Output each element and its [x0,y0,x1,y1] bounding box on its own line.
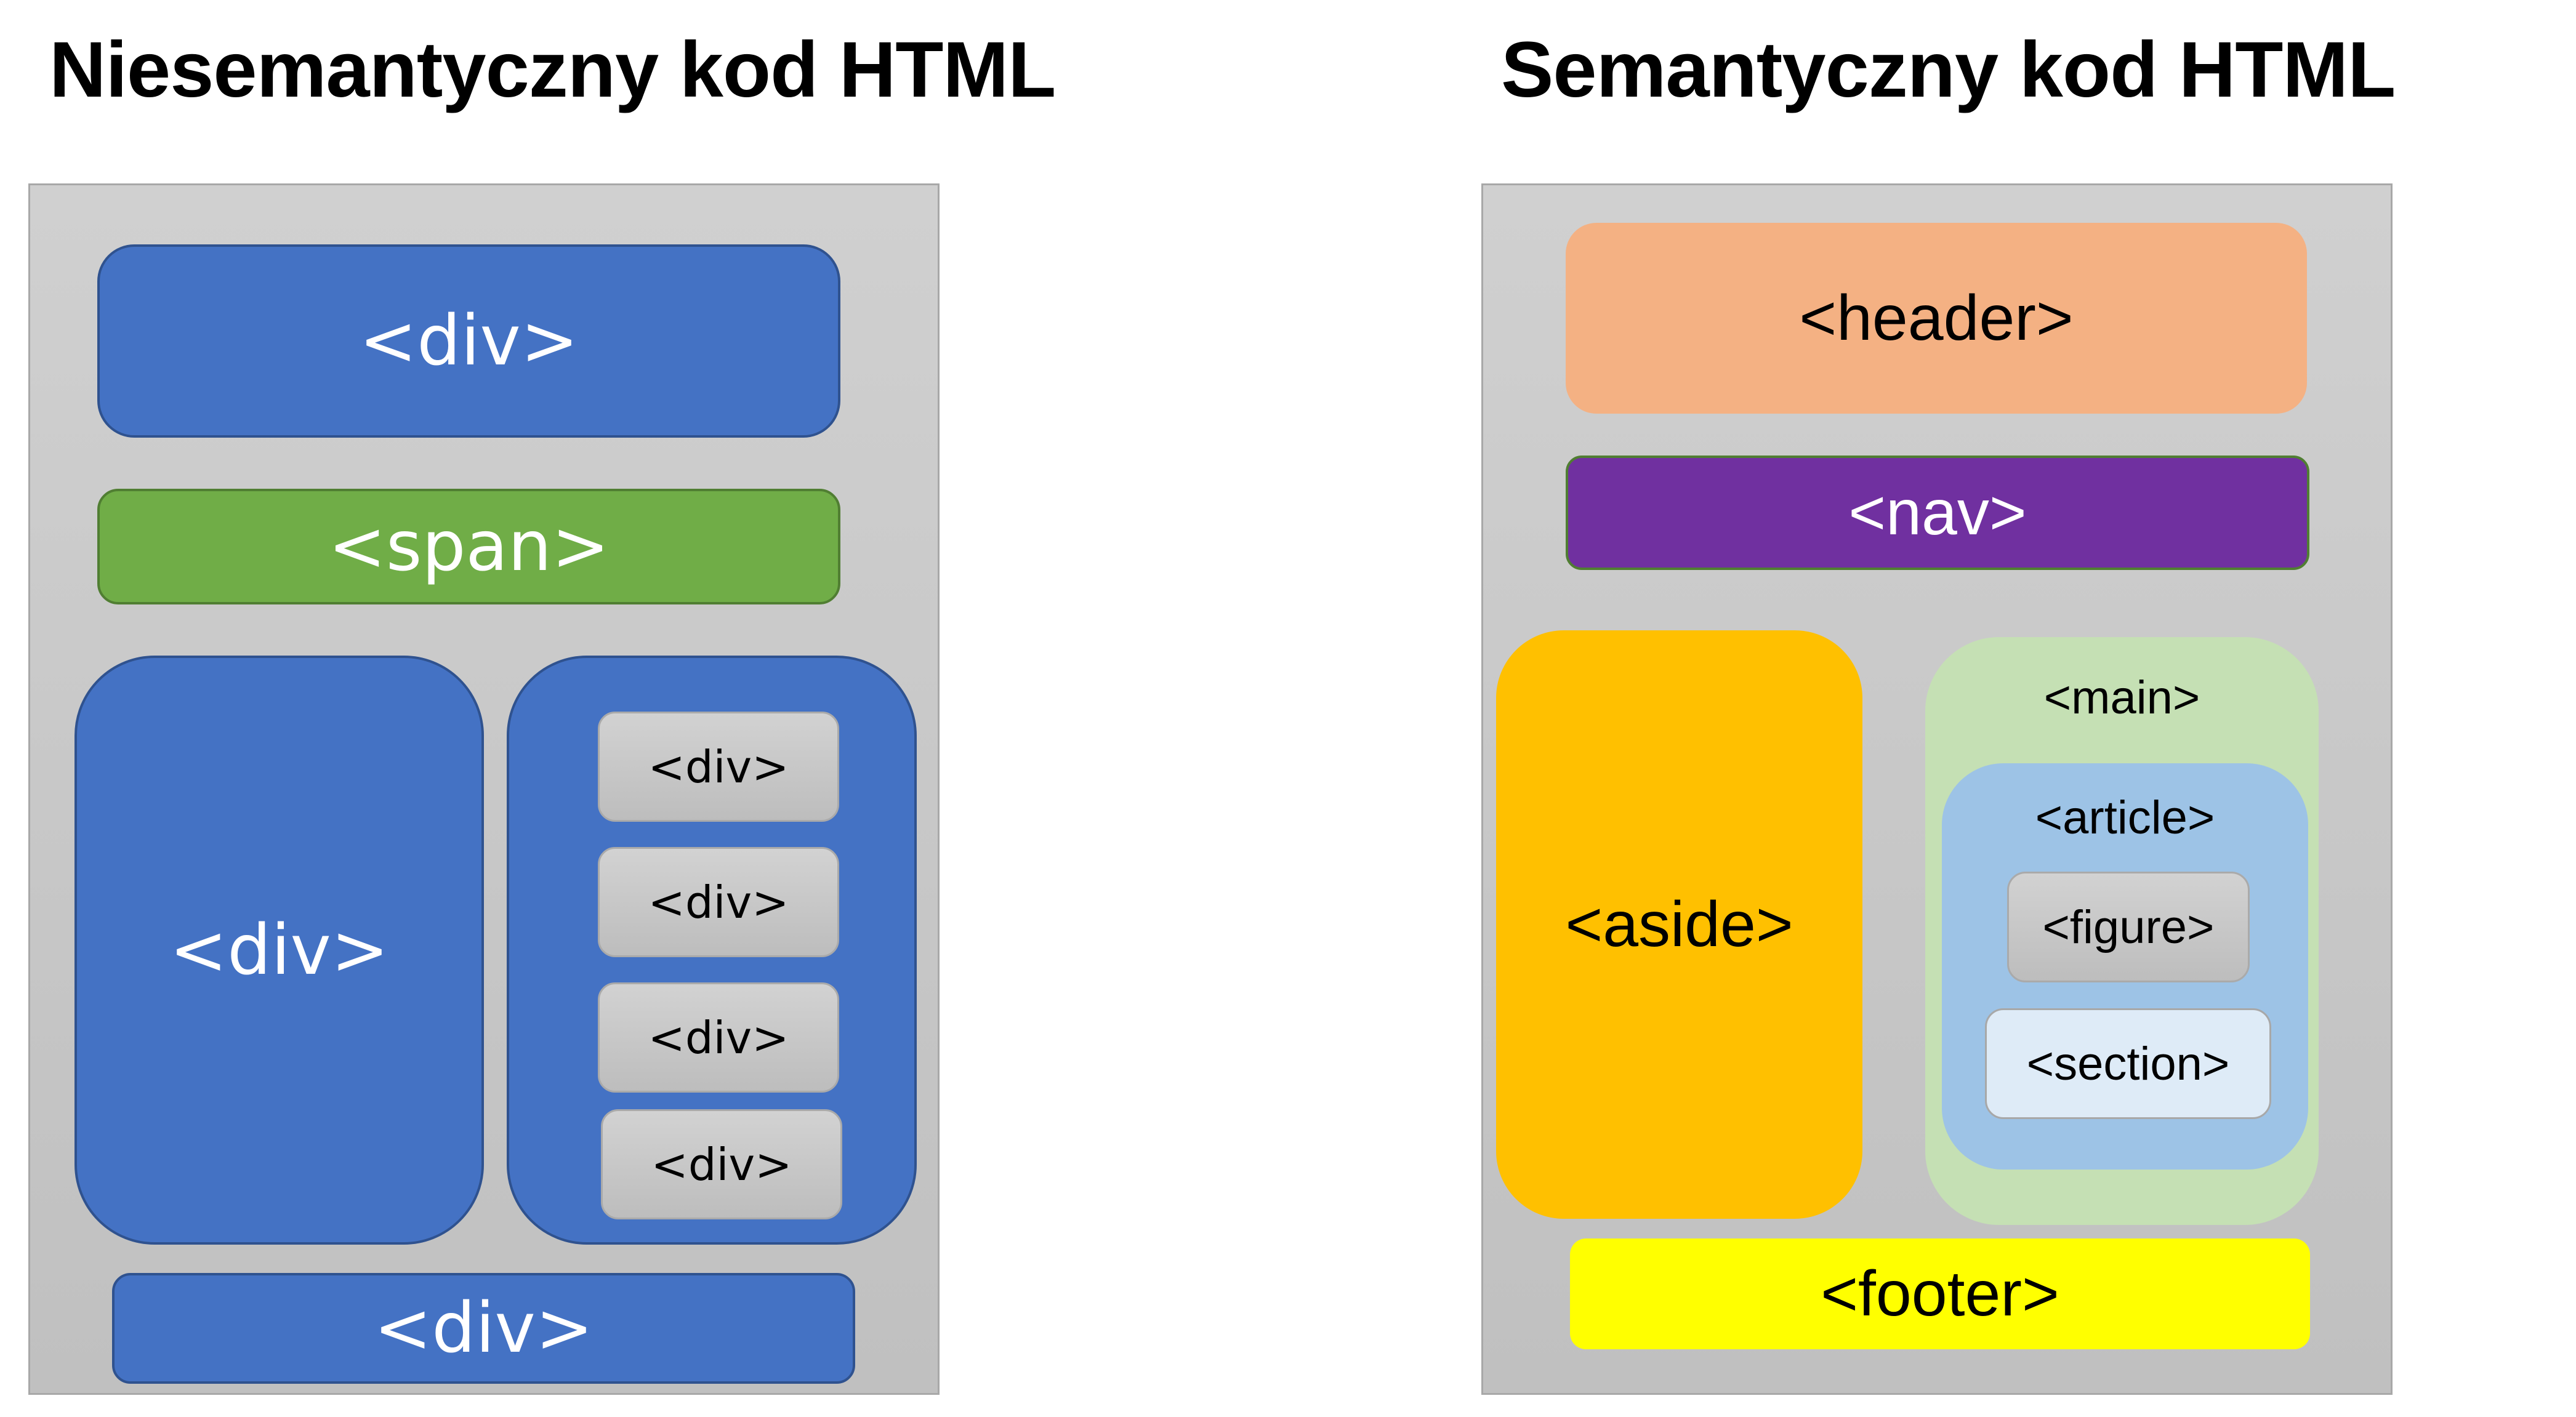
section-label: <section> [2026,1037,2230,1090]
nested-div-box-2: <div> [598,847,839,957]
semantic-title: Semantyczny kod HTML [1501,26,2396,114]
top-div-box: <div> [97,244,840,438]
nested-div-box-3: <div> [598,982,839,1093]
main-label: <main> [2043,672,2200,724]
nested-div-label-1: <div> [648,741,789,793]
bottom-div-box: <div> [112,1273,855,1384]
nav-box: <nav> [1566,456,2309,570]
article-label: <article> [2035,792,2215,844]
nested-div-box-4: <div> [601,1109,842,1219]
footer-label: <footer> [1821,1258,2059,1330]
figure-box: <figure> [2007,872,2250,982]
footer-box: <footer> [1570,1238,2310,1349]
aside-label: <aside> [1565,888,1793,960]
section-box: <section> [1985,1008,2271,1119]
header-label: <header> [1799,282,2074,354]
bottom-div-label: <div> [374,1288,594,1368]
non-semantic-title: Niesemantyczny kod HTML [49,26,1056,114]
header-box: <header> [1566,223,2307,414]
left-div-label: <div> [169,910,389,990]
nav-label: <nav> [1848,476,2027,548]
left-div-box: <div> [74,656,484,1245]
aside-box: <aside> [1496,630,1862,1219]
top-div-label: <div> [359,301,579,381]
nested-div-label-2: <div> [648,876,789,928]
nested-div-label-4: <div> [651,1138,792,1190]
span-label: <span> [328,507,610,587]
figure-label: <figure> [2042,901,2215,953]
nested-div-box-1: <div> [598,712,839,822]
span-box: <span> [97,489,840,604]
nested-div-label-3: <div> [648,1011,789,1064]
